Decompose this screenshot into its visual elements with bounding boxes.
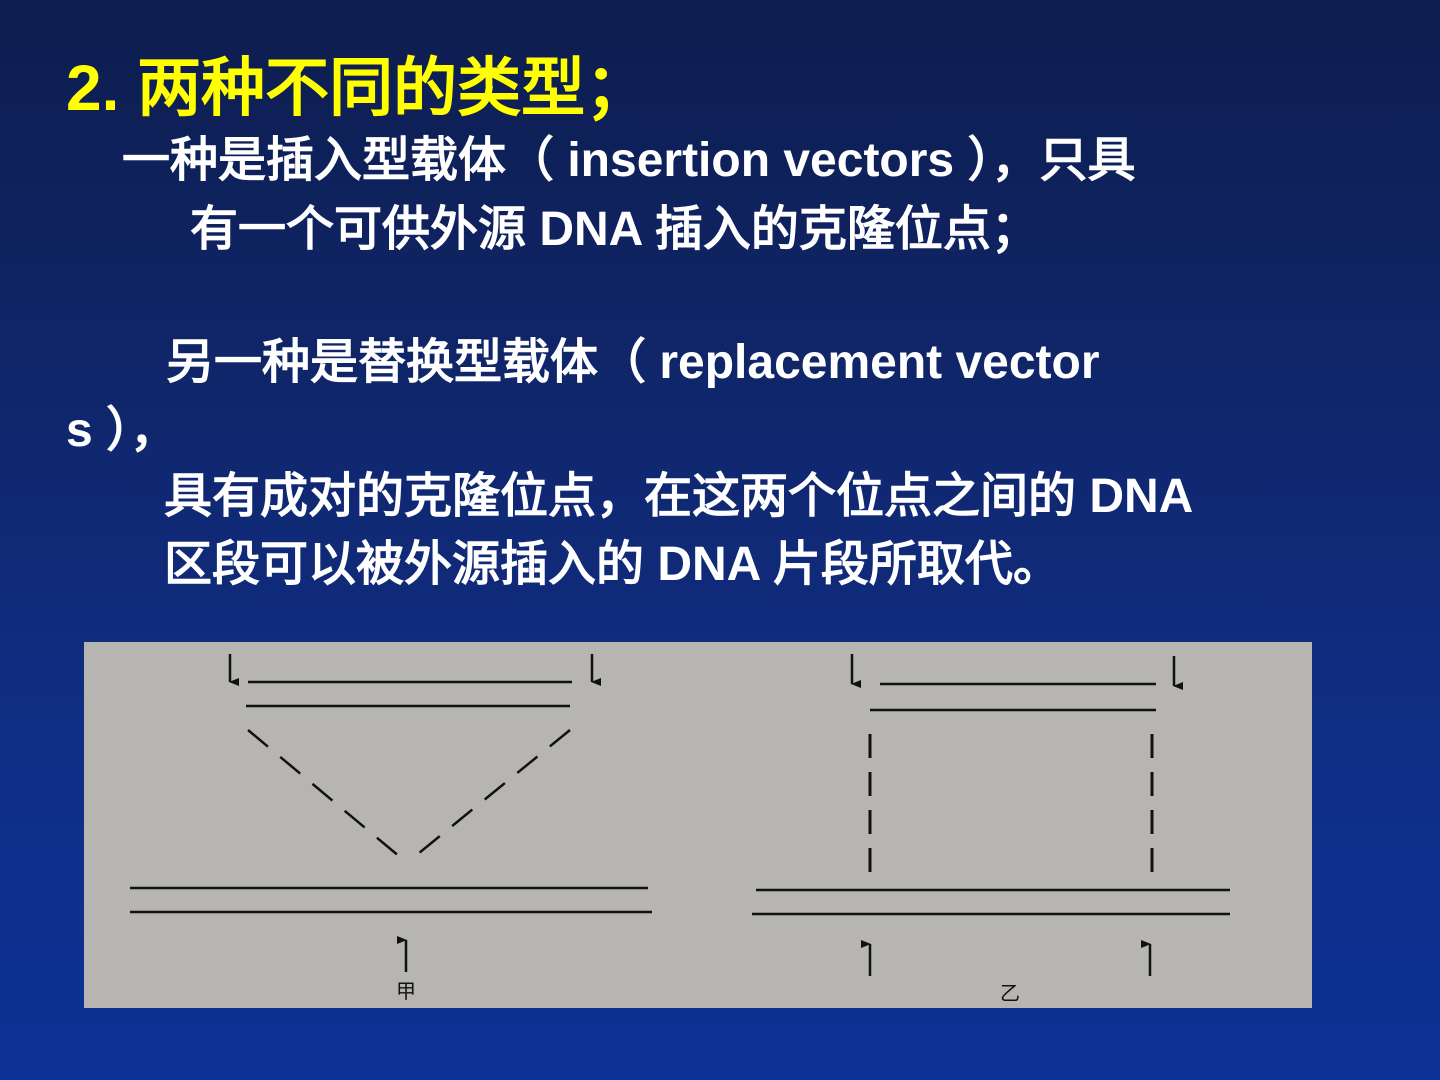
label-right: 乙: [1000, 981, 1020, 1005]
slide-title: 2. 两种不同的类型；: [66, 52, 650, 124]
replacement-vector-line-3: 具有成对的克隆位点，在这两个位点之间的 DNA: [164, 470, 1194, 523]
left-dashed-v-left: [247, 729, 407, 863]
replacement-vector-line-2: s ），: [66, 404, 179, 457]
vector-diagram-figure: 甲 乙: [84, 642, 1312, 1008]
vector-diagram: 甲 乙: [130, 654, 1230, 1005]
insertion-diagram: 甲: [130, 654, 652, 1003]
left-dashed-v-right: [407, 729, 571, 863]
insertion-vector-line-2: 有一个可供外源 DNA 插入的克隆位点；: [190, 203, 1039, 256]
replacement-vector-line-1: 另一种是替换型载体（ replacement vector: [166, 336, 1100, 389]
label-left: 甲: [396, 979, 416, 1003]
replacement-vector-line-4: 区段可以被外源插入的 DNA 片段所取代。: [164, 538, 1061, 591]
replacement-diagram: 乙: [752, 654, 1230, 1005]
insertion-vector-line-1: 一种是插入型载体（ insertion vectors ），只具: [122, 134, 1136, 187]
